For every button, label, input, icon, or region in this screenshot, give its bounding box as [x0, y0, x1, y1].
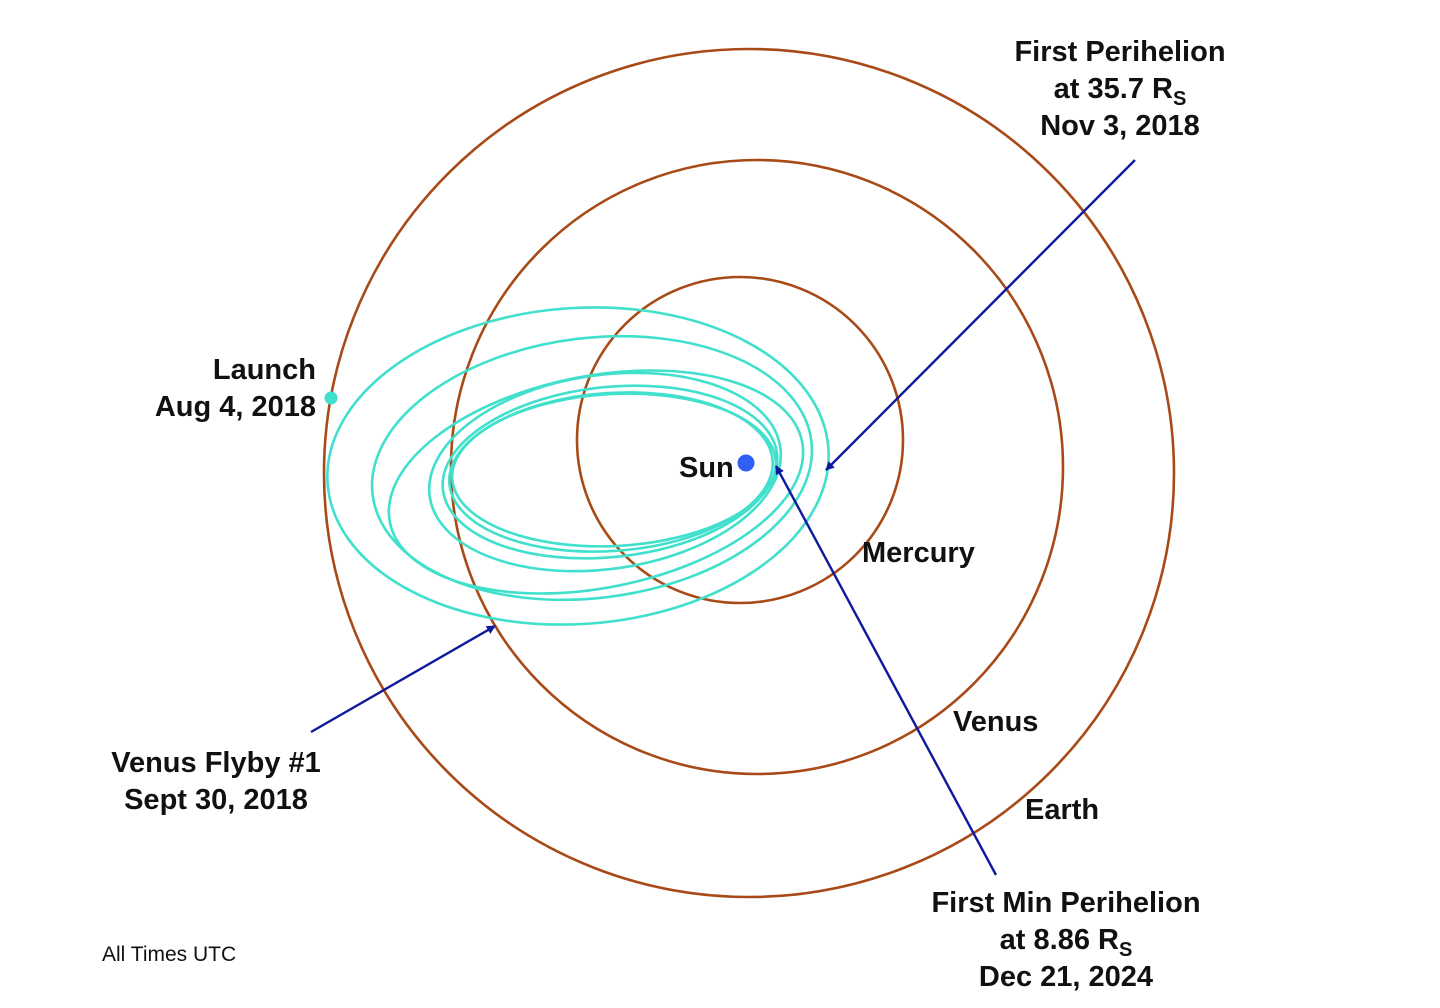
first-perihelion-label: First Perihelion at 35.7 RS Nov 3, 2018 — [1014, 36, 1226, 142]
launch-label: Launch Aug 4, 2018 — [154, 354, 316, 423]
first-min-perihelion-label: First Min Perihelion at 8.86 RS Dec 21, … — [931, 887, 1201, 993]
earth-orbit — [322, 47, 1176, 899]
trajectory-loop-3 — [387, 369, 805, 595]
sun-label: Sun — [679, 452, 734, 484]
earth-label: Earth — [1025, 794, 1100, 826]
venus-flyby-arrow — [310, 624, 496, 734]
planet-orbits — [322, 47, 1176, 899]
trajectory-loop-5 — [441, 384, 779, 560]
trajectory-loop-7 — [450, 392, 778, 548]
time-zone-note: All Times UTC — [102, 943, 237, 966]
sun-dot — [737, 454, 755, 472]
first-min-perihelion-arrow — [774, 465, 998, 876]
mercury-label: Mercury — [862, 537, 975, 569]
trajectory-loop-2 — [370, 334, 814, 602]
trajectory-loop-4 — [427, 371, 783, 573]
launch-point — [324, 391, 338, 405]
mercury-orbit — [575, 275, 905, 605]
annotation-arrows — [310, 159, 1136, 876]
trajectory-loop-1 — [326, 306, 830, 626]
first-perihelion-arrow — [825, 159, 1136, 471]
venus-flyby-label: Venus Flyby #1 Sept 30, 2018 — [111, 747, 321, 816]
spacecraft-trajectory — [326, 306, 830, 626]
venus-orbit — [449, 158, 1065, 776]
venus-label: Venus — [953, 706, 1039, 738]
